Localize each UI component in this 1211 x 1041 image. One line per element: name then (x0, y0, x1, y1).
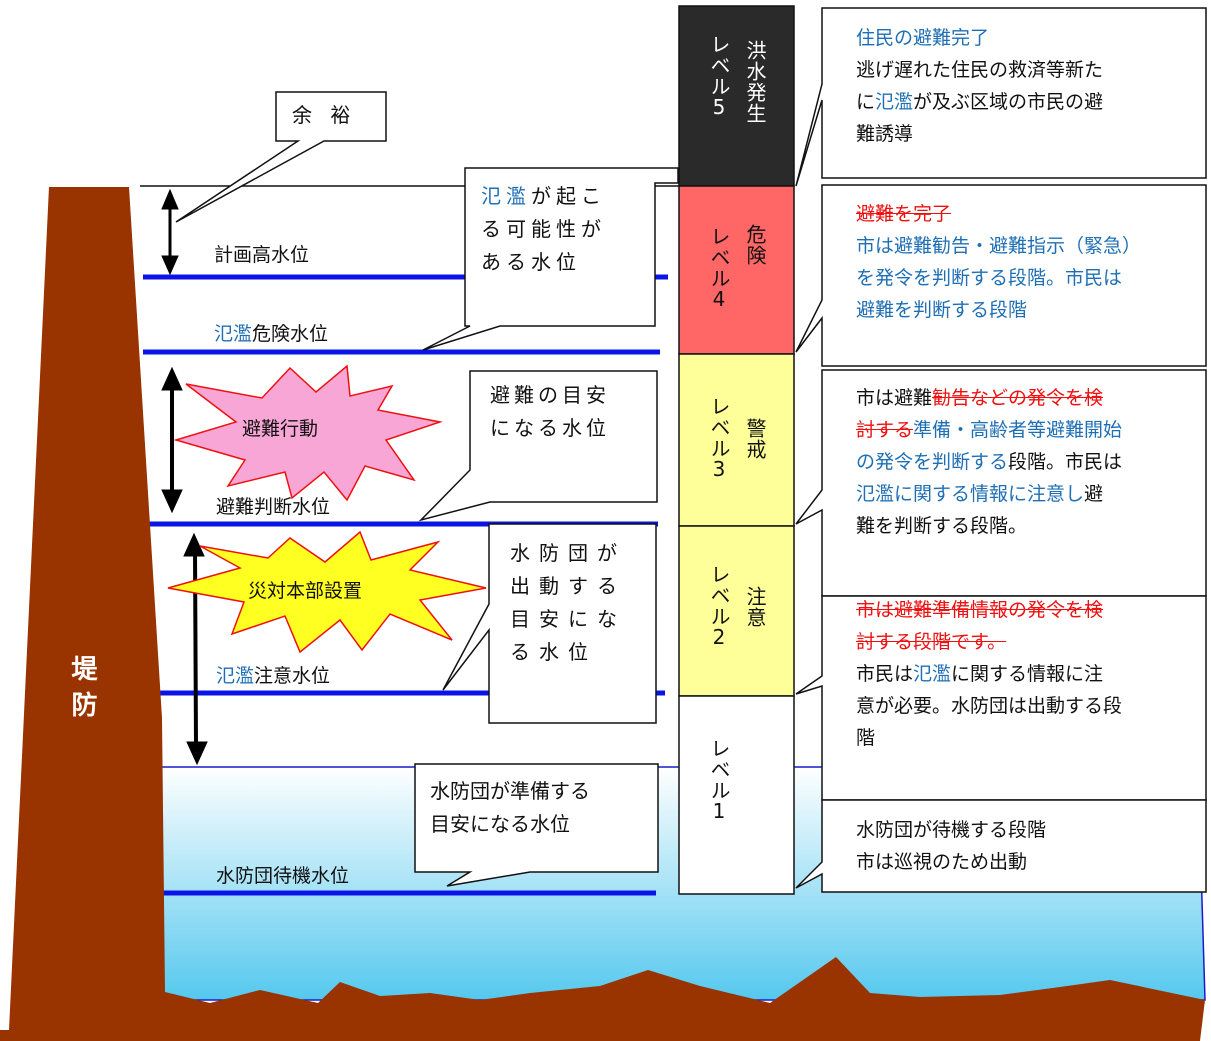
yoyu-text: 余 裕 (292, 103, 357, 127)
level2-block (678, 525, 795, 697)
desc-l1-callout (795, 799, 1207, 893)
suibodan-junbi-callout (414, 763, 659, 887)
level1-label: レベル1 (707, 738, 731, 821)
suibodan-shutsudo-callout (442, 523, 657, 724)
suibodan-junbi-text: 水防団が準備する 目安になる水位 (430, 779, 590, 836)
suibodan-shutsudo-text: 水防団が 出動する 目安にな る水位 (510, 541, 626, 664)
saitai-honbu-text: 災対本部設置 (248, 580, 363, 602)
level4-name: 危険 (743, 224, 767, 266)
desc-l5: 住民の避難完了 逃げ遅れた住民の救済等新た に氾濫が及ぶ区域の市民の避 難誘導 (856, 27, 1104, 145)
hinan-handan-label: 避難判断水位 (216, 496, 331, 518)
bank-label: 堤防 (67, 655, 97, 727)
level5-label: レベル5 (707, 34, 731, 117)
desc-l4-callout (795, 184, 1207, 367)
level3-label: レベル3 (707, 396, 731, 479)
hanran-chui-label: 氾濫注意水位 (216, 665, 331, 687)
level5-text: 洪水発生 レベル5 (682, 12, 792, 182)
hinan-meyasu-callout (418, 370, 658, 522)
keikaku-label: 計画高水位 (214, 244, 310, 266)
yoyu-arrow (161, 188, 179, 276)
level2-text: 注意 レベル2 (682, 530, 792, 692)
level4-label: レベル4 (707, 226, 731, 309)
level5-name: 洪水発生 (743, 40, 767, 124)
hinan-kodo-text: 避難行動 (242, 418, 319, 440)
hanran-possible-text: 氾濫が起こ る可能性が ある水位 (481, 184, 606, 274)
desc-l1: 水防団が待機する段階 市は巡視のため出動 (856, 819, 1047, 873)
desc-l3-callout (795, 369, 1207, 597)
taiki-label: 水防団待機水位 (216, 865, 350, 887)
level3-block (678, 353, 795, 527)
saitai-honbu-burst (167, 530, 487, 654)
level4-text: 危険 レベル4 (682, 190, 792, 350)
hinan-kodo-arrow (161, 366, 183, 514)
desc-l4: 避難を完了 市は避難勧告・避難指示（緊急） を発令を判断する段階。市民は 避難を… (856, 203, 1142, 321)
desc-l2-callout (795, 595, 1207, 801)
desc-l3: 市は避難勧告などの発令を検 討する準備・高齢者等避難開始 の発令を判断する段階。… (856, 387, 1123, 537)
hinan-kodo-burst (173, 364, 443, 502)
level3-name: 警戒 (743, 418, 767, 460)
level3-text: 警戒 レベル3 (682, 358, 792, 522)
desc-l5-callout (795, 7, 1207, 187)
hanran-kiken-label: 氾濫危険水位 (214, 323, 329, 345)
desc-l2: 市は避難準備情報の発令を検 討する段階です。 市民は氾濫に関する情報に注 意が必… (856, 599, 1123, 749)
level2-label: レベル2 (707, 564, 731, 647)
hanran-possible-callout (422, 167, 679, 351)
level2-name: 注意 (743, 586, 767, 628)
embankment (0, 187, 1205, 1041)
level1-block (678, 695, 795, 895)
saitai-honbu-arrow (183, 532, 208, 766)
yoyu-callout (175, 91, 387, 223)
level1-text: レベル1 (682, 700, 792, 890)
hinan-meyasu-text: 避難の目安 になる水位 (490, 383, 610, 440)
